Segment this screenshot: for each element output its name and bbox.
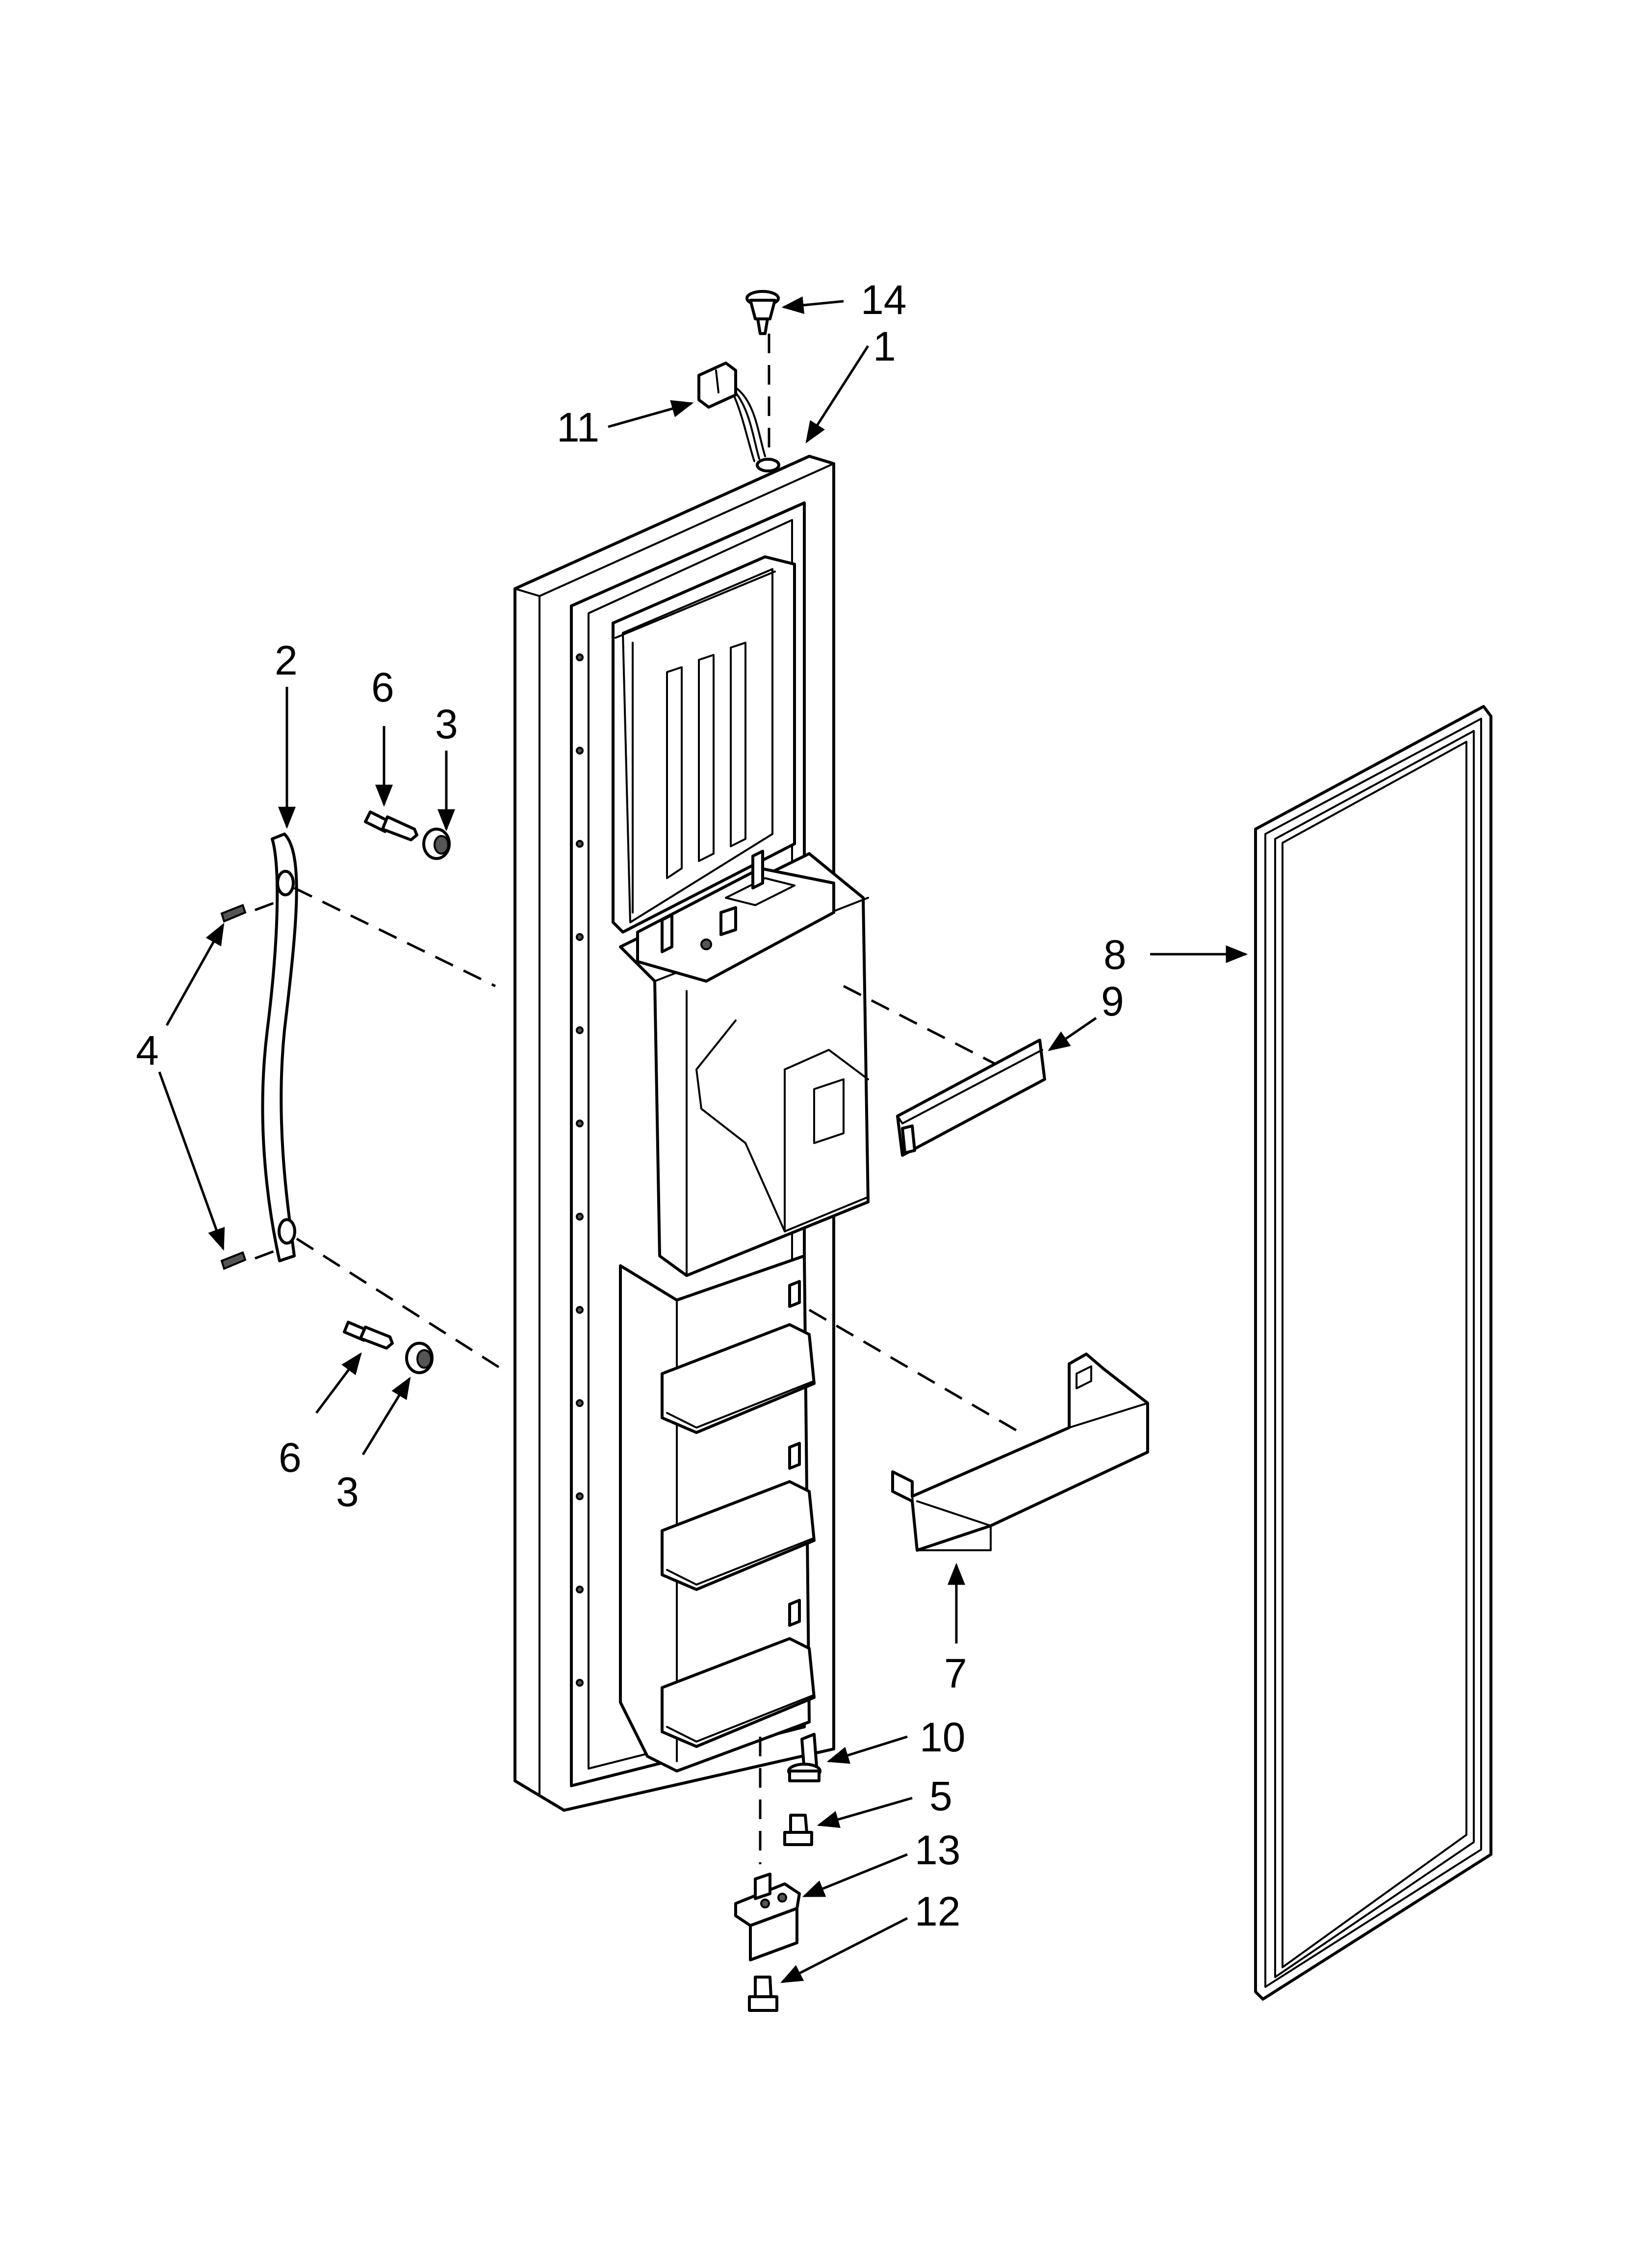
callout-1: 1 — [873, 323, 896, 369]
door-assembly — [513, 455, 870, 1812]
callout-labels: 14 1 11 2 6 3 4 6 3 8 9 7 10 5 13 12 — [136, 277, 1127, 1934]
assembly-lines — [255, 334, 1036, 1864]
handle-screw-lower — [343, 1321, 394, 1350]
door-gasket — [1254, 705, 1492, 2001]
callout-9: 9 — [1101, 978, 1124, 1024]
callout-leaders — [158, 296, 1248, 1983]
callout-6-upper: 6 — [371, 664, 394, 710]
set-screw-upper — [220, 904, 247, 923]
door-handle — [261, 833, 298, 1262]
callout-6-lower: 6 — [279, 1434, 302, 1481]
dispenser-trim — [896, 1039, 1046, 1157]
gasket-rivets — [576, 653, 584, 1687]
callout-13: 13 — [915, 1827, 960, 1873]
callout-7: 7 — [944, 1650, 967, 1696]
callout-5: 5 — [929, 1773, 952, 1819]
callout-8: 8 — [1103, 932, 1127, 978]
door-plug — [745, 290, 780, 335]
handle-spacer-lower — [405, 1342, 434, 1374]
door-bin — [891, 1353, 1149, 1552]
callout-3-lower: 3 — [336, 1469, 359, 1515]
callout-12: 12 — [915, 1888, 960, 1934]
callout-4: 4 — [136, 1027, 159, 1073]
callout-3-upper: 3 — [435, 701, 458, 747]
handle-screw-upper — [364, 810, 418, 841]
hinge-pin — [787, 1733, 821, 1782]
callout-14: 14 — [861, 277, 906, 323]
callout-10: 10 — [920, 1714, 965, 1760]
callout-2: 2 — [275, 637, 298, 683]
callout-11: 11 — [557, 404, 599, 450]
hinge-screw-lower — [748, 1976, 778, 2012]
wire-harness — [697, 362, 780, 472]
hinge-screw-upper — [783, 1814, 813, 1846]
handle-spacer-upper — [422, 828, 451, 860]
set-screw-lower — [220, 1251, 247, 1270]
door-hinge — [734, 1873, 801, 1961]
